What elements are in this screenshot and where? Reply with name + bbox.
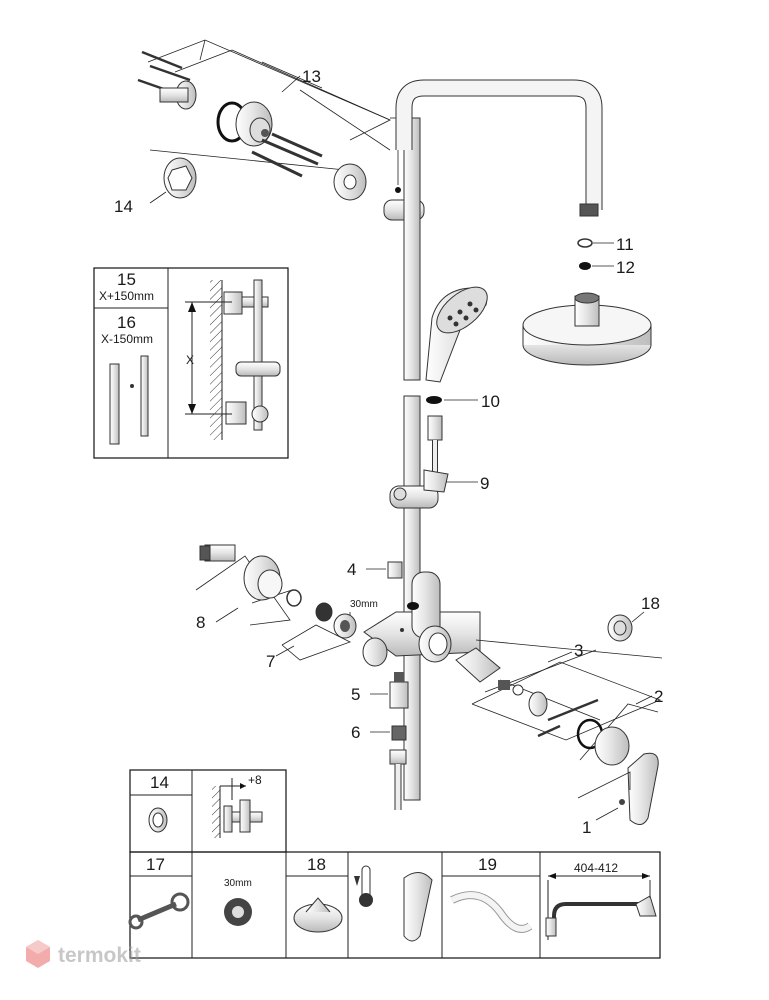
filter-cap-icon	[293, 897, 343, 933]
callout-5: 5	[351, 685, 360, 704]
callout-14-top: 14	[114, 197, 133, 216]
connection-nut	[281, 602, 357, 661]
accessory-17-number: 17	[146, 855, 165, 874]
curved-arm-icon	[450, 891, 533, 933]
callout-4: 4	[347, 560, 356, 579]
callout-10: 10	[481, 392, 500, 411]
callout-12: 12	[616, 258, 635, 277]
callout-6: 6	[351, 723, 360, 742]
thermostat-body	[362, 571, 481, 667]
accessory-18-number: 18	[307, 855, 326, 874]
part-15-length: X+150mm	[99, 289, 154, 303]
overhead-shower-head	[522, 292, 652, 366]
accessory-30mm-label: 30mm	[224, 878, 252, 889]
elbow-and-rosette	[195, 544, 302, 626]
wrench-icon	[128, 892, 190, 930]
accessory-19-number: 19	[478, 855, 497, 874]
wall-bracket-assembly	[137, 39, 425, 221]
callout-3: 3	[574, 641, 583, 660]
slide-holder	[389, 469, 449, 509]
callout-7: 7	[266, 652, 275, 671]
callout-11: 11	[616, 235, 634, 254]
termokit-watermark: termokit	[26, 940, 141, 968]
accessory-14-number: 14	[150, 773, 169, 792]
nut-icon	[224, 898, 252, 926]
temperature-lever-icon	[354, 865, 433, 942]
extension-rail-panel: 15 X+150mm 16 X-150mm X	[93, 267, 289, 459]
adapter-ring	[163, 157, 197, 199]
watermark-text: termokit	[58, 944, 141, 967]
dimension-x-label: X	[186, 353, 194, 367]
dimension-30mm-label: 30mm	[350, 599, 378, 610]
part-15-number: 15	[117, 270, 136, 289]
hand-shower	[425, 286, 488, 383]
accessory-table: 14 +8 17 30mm 18	[128, 769, 661, 959]
arm-length-range: 404-412	[574, 861, 618, 875]
callout-9: 9	[480, 474, 489, 493]
part-16-length: X-150mm	[101, 332, 153, 346]
callout-2: 2	[654, 687, 663, 706]
cartridge-assembly	[455, 647, 662, 741]
arm-length-diagram	[545, 880, 657, 940]
callout-8: 8	[196, 613, 205, 632]
handle-and-sleeve	[576, 703, 659, 825]
part-16-number: 16	[117, 313, 136, 332]
callout-1: 1	[582, 818, 591, 837]
callout-13: 13	[302, 67, 321, 86]
callout-18-right: 18	[641, 594, 660, 613]
accessory-14-offset: +8	[248, 773, 262, 787]
